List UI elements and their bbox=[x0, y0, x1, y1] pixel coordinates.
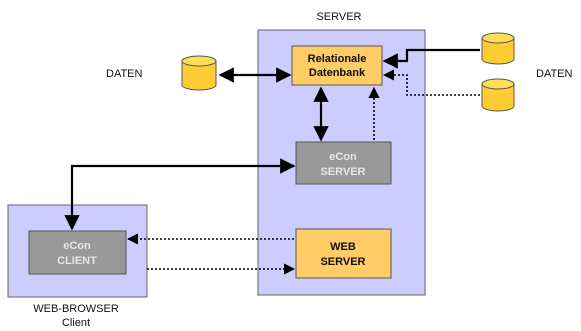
econ-client-line1: eCon bbox=[63, 240, 91, 252]
right-db-top-to-rdb-connector bbox=[382, 48, 480, 69]
econ-client-box bbox=[28, 230, 127, 275]
server-label: SERVER bbox=[316, 11, 361, 23]
left-database-cylinder-icon bbox=[181, 55, 217, 91]
econ-server-to-econ-client-connector bbox=[64, 158, 296, 231]
web-browser-label: WEB-BROWSER bbox=[33, 303, 119, 315]
relational-database-box bbox=[291, 45, 383, 86]
daten-left-label: DATEN bbox=[106, 68, 143, 80]
web-server-line2: SERVER bbox=[320, 256, 365, 268]
econ-server-line1: eCon bbox=[329, 151, 357, 163]
web-server-line1: WEB bbox=[330, 241, 356, 253]
right-database-cylinder-bottom-icon bbox=[481, 78, 515, 112]
relational-database-line1: Relationale bbox=[308, 53, 367, 65]
econ-server-box bbox=[295, 141, 392, 185]
web-server-box bbox=[295, 228, 392, 279]
econ-client-line2: CLIENT bbox=[57, 255, 97, 267]
client-label: Client bbox=[62, 317, 90, 329]
relational-database-line2: Datenbank bbox=[309, 67, 366, 79]
right-database-cylinder-top-icon bbox=[481, 32, 515, 65]
right-db-bottom-to-rdb-connector bbox=[382, 69, 480, 96]
daten-right-label: DATEN bbox=[536, 68, 573, 80]
econ-server-line2: SERVER bbox=[320, 166, 365, 178]
